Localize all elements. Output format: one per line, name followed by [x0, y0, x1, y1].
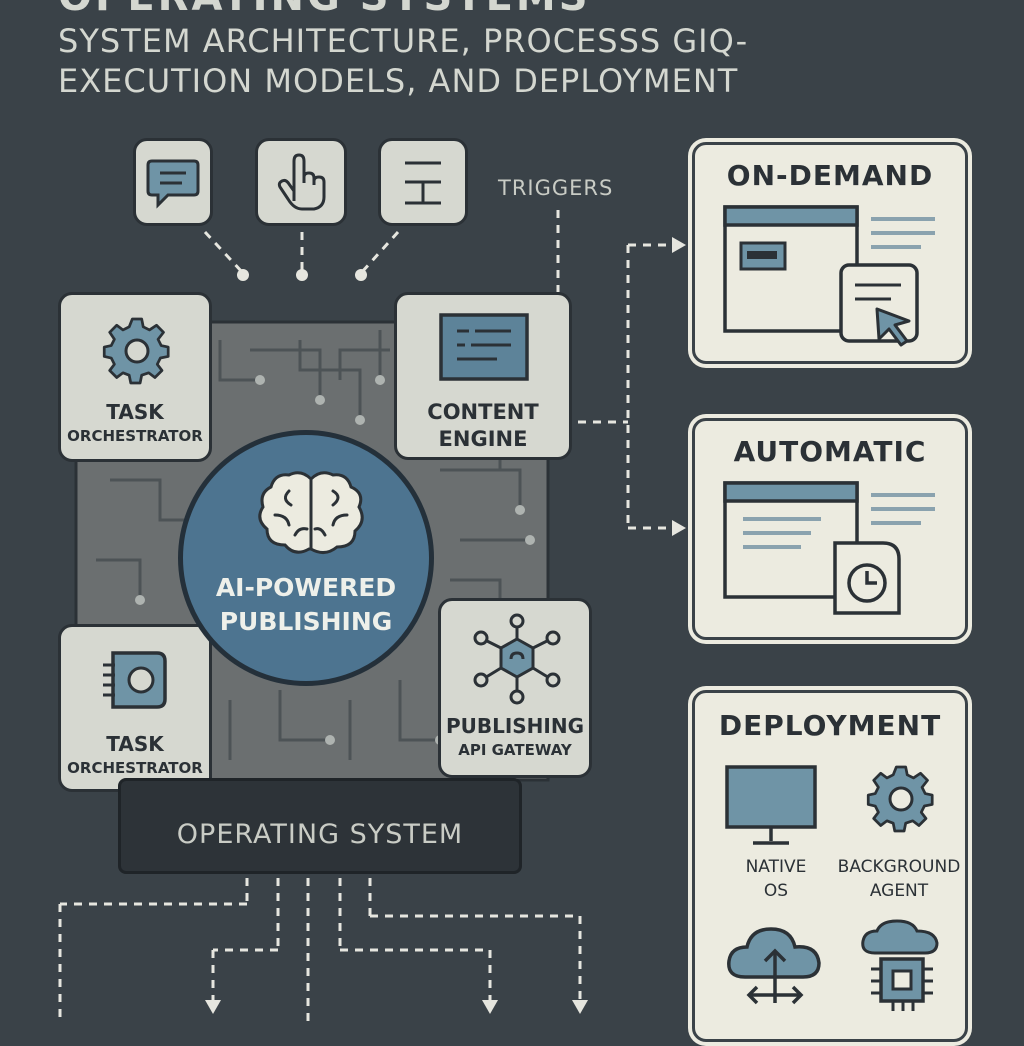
input-trigger-button[interactable] — [378, 138, 468, 226]
browser-cursor-icon — [723, 205, 935, 347]
cloud-sync-icon — [727, 927, 821, 1005]
deployment-panel[interactable]: DEPLOYMENT NATIVE OS BACKGROUND AGENT — [688, 686, 972, 1046]
task-orchestrator-top-card[interactable]: TASK ORCHESTRATOR — [58, 292, 212, 462]
api-gateway-card[interactable]: PUBLISHING API GATEWAY — [438, 598, 592, 778]
automatic-title: AUTOMATIC — [733, 435, 927, 468]
touch-icon — [277, 153, 326, 211]
cloud-chip-icon — [861, 919, 939, 1011]
triggers-label: TRIGGERS — [498, 176, 614, 200]
chat-trigger-button[interactable] — [133, 138, 213, 226]
on-demand-panel[interactable]: ON-DEMAND — [688, 138, 972, 368]
hub-label: AI-POWERED PUBLISHING — [215, 573, 397, 636]
page-title: OPERATING SYSTEMS — [58, 0, 591, 20]
operating-system-label: OPERATING SYSTEM — [176, 819, 464, 850]
task-orchestrator-bottom-label: TASK ORCHESTRATOR — [67, 732, 203, 777]
subtitle-line-1: SYSTEM ARCHITECTURE, PROCESSS GIQ- — [58, 22, 749, 60]
api-gateway-label: PUBLISHING API GATEWAY — [445, 714, 585, 759]
os-output-lines — [58, 878, 582, 1024]
chat-icon — [146, 159, 200, 209]
chip-icon — [103, 651, 167, 709]
gear-icon — [866, 765, 934, 833]
native-os-label: NATIVE OS — [745, 857, 807, 901]
input-icon — [405, 161, 441, 205]
touch-trigger-button[interactable] — [255, 138, 347, 226]
mode-lines — [578, 243, 672, 530]
task-orchestrator-bottom-card[interactable]: TASK ORCHESTRATOR — [58, 624, 212, 792]
deployment-title: DEPLOYMENT — [718, 709, 942, 742]
on-demand-title: ON-DEMAND — [726, 159, 934, 192]
brain-icon — [258, 471, 364, 554]
content-engine-label: CONTENT ENGINE — [427, 400, 539, 451]
trigger-lines — [203, 210, 560, 292]
task-orchestrator-top-label: TASK ORCHESTRATOR — [67, 400, 203, 445]
content-engine-card[interactable]: CONTENT ENGINE — [394, 292, 572, 460]
document-icon — [439, 313, 529, 381]
monitor-icon — [725, 765, 817, 845]
gear-icon — [102, 317, 170, 385]
subtitle-line-2: EXECUTION MODELS, AND DEPLOYMENT — [58, 62, 739, 100]
operating-system-bar[interactable]: OPERATING SYSTEM — [118, 778, 522, 874]
browser-clock-icon — [723, 481, 935, 615]
automatic-panel[interactable]: AUTOMATIC — [688, 414, 972, 644]
ai-publishing-hub[interactable]: AI-POWERED PUBLISHING — [178, 430, 434, 686]
background-agent-label: BACKGROUND AGENT — [837, 857, 961, 901]
network-icon — [473, 613, 561, 705]
